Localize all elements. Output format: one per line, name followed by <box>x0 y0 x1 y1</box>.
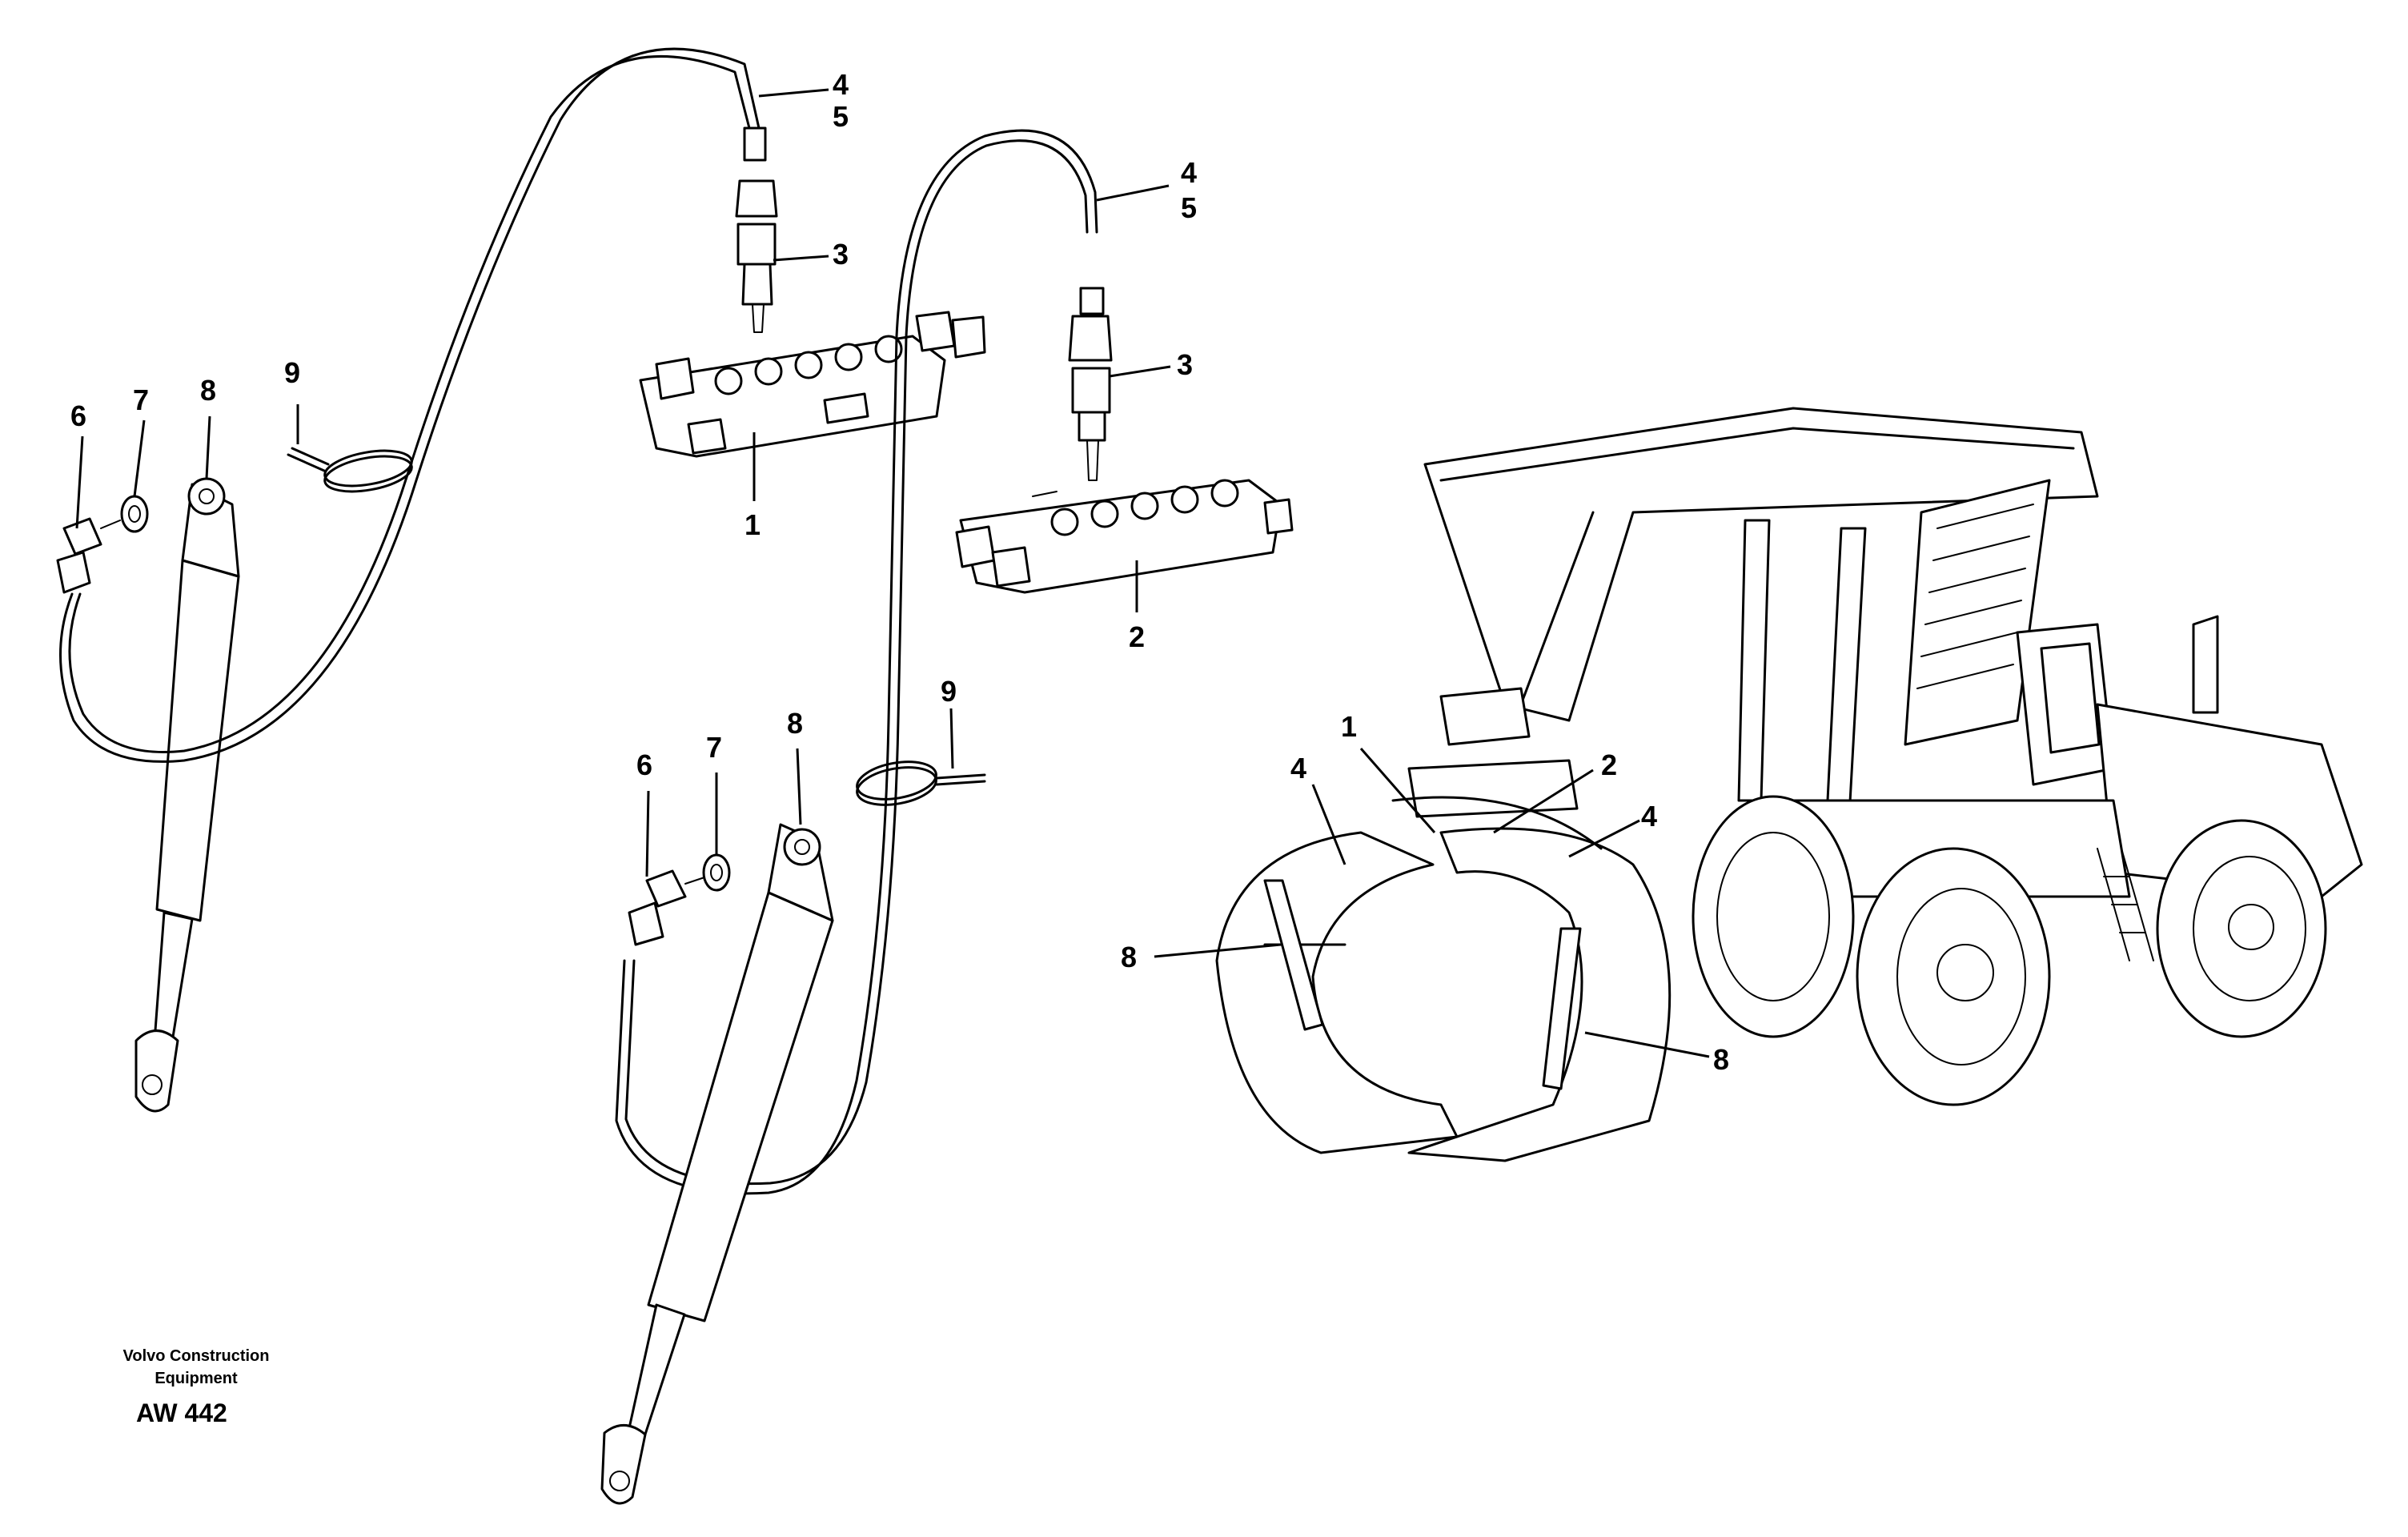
callout-fitting-left-3: 3 <box>833 238 849 271</box>
callout-clamp-left-9: 9 <box>284 356 300 389</box>
callout-fitting-right-3: 3 <box>1177 348 1193 381</box>
wheel-front-left <box>1692 795 1855 1038</box>
callout-hose-top-left-4: 4 <box>833 68 849 101</box>
left-hose <box>59 47 761 763</box>
forestry-loader <box>1215 407 2363 1162</box>
callout-block-right-2: 2 <box>1129 620 1145 653</box>
callout-hose-top-left-5: 5 <box>833 100 849 133</box>
callout-machine-4-left: 4 <box>1290 752 1306 785</box>
distribution-block-2 <box>955 479 1294 594</box>
callout-left-7: 7 <box>133 383 149 416</box>
callout-hose-top-right-4: 4 <box>1181 156 1197 189</box>
right-hose <box>615 129 1098 1195</box>
hose-clamp-right <box>856 760 986 806</box>
callout-hose-top-right-5: 5 <box>1181 191 1197 224</box>
distribution-block-1 <box>639 311 986 458</box>
right-cylinder <box>600 823 834 1505</box>
footer-drawing-code: AW 442 <box>136 1399 227 1427</box>
callout-right-6: 6 <box>636 748 652 781</box>
callout-left-6: 6 <box>70 399 86 432</box>
callout-right-8: 8 <box>787 707 803 740</box>
left-elbow-fitting <box>56 495 149 594</box>
right-elbow-fitting <box>628 853 731 946</box>
wheel-rear-right <box>2156 819 2327 1038</box>
callout-machine-1: 1 <box>1341 710 1357 743</box>
footer-brand-line2: Equipment <box>155 1370 238 1387</box>
left-hose-fitting <box>735 126 778 333</box>
callout-machine-4-right: 4 <box>1641 800 1657 833</box>
wheel-front-right <box>1856 847 2051 1106</box>
footer-brand-line1: Volvo Construction <box>123 1347 270 1365</box>
right-hose-fitting <box>1068 287 1113 481</box>
callout-machine-2: 2 <box>1601 748 1617 781</box>
callout-machine-8-right: 8 <box>1713 1043 1729 1076</box>
callout-clamp-right-9: 9 <box>941 675 957 708</box>
callout-right-7: 7 <box>706 731 722 764</box>
hose-clamp-left <box>287 447 413 493</box>
callout-block-left-1: 1 <box>744 508 761 541</box>
callout-left-8: 8 <box>200 374 216 407</box>
leader-lines <box>75 88 1710 1058</box>
left-cylinder <box>134 477 240 1113</box>
callout-machine-8-left: 8 <box>1121 941 1137 973</box>
